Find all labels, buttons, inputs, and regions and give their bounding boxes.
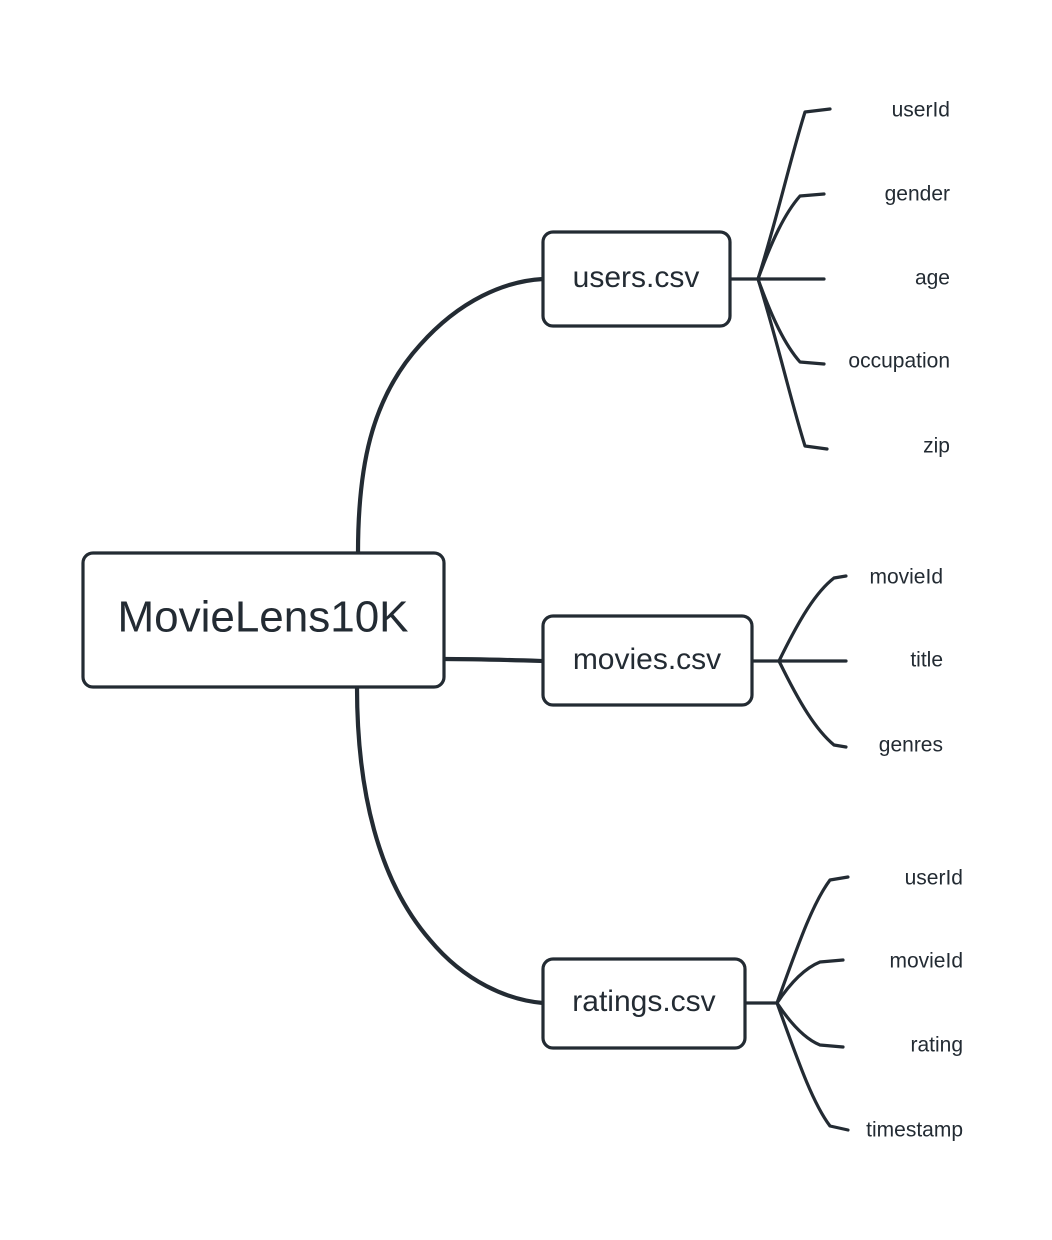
leaves-layer: userId gender age occupation zip movieId title… — [848, 99, 963, 1142]
leaf-label-movies-title: title — [910, 649, 943, 672]
root-node-label: MovieLens10K — [117, 593, 408, 642]
leaf-label-users-gender: gender — [885, 183, 950, 206]
root-node[interactable]: MovieLens10K — [81, 551, 446, 689]
leaf-label-ratings-movieId: movieId — [889, 950, 963, 973]
edge-root-to-ratings — [354, 684, 546, 1006]
branch-node-movies-label: movies.csv — [573, 643, 721, 676]
edge-users-zip — [756, 277, 829, 451]
root-node-box[interactable] — [81, 551, 446, 689]
nodes-layer: MovieLens10K users.csv movies.csv ratings.c… — [81, 230, 754, 1050]
leaf-label-movies-genres: genres — [879, 734, 943, 757]
branch-node-users-box[interactable] — [541, 230, 732, 328]
leaf-label-ratings-timestamp: timestamp — [866, 1119, 963, 1142]
leaf-label-users-userId: userId — [892, 99, 950, 122]
leaf-label-users-occupation: occupation — [848, 350, 950, 373]
edges-layer — [354, 107, 850, 1132]
leaf-label-movies-movieId: movieId — [869, 566, 943, 589]
edge-ratings-userId — [775, 875, 850, 1005]
edge-ratings-movieId — [775, 958, 845, 1005]
leaf-label-users-zip: zip — [923, 435, 950, 458]
edge-root-to-movies — [441, 656, 546, 664]
edge-movies-genres — [777, 659, 848, 749]
edge-users-gender — [756, 192, 826, 281]
branch-node-ratings[interactable]: ratings.csv — [541, 957, 747, 1050]
edge-movies-movieId — [777, 574, 848, 663]
edge-users-userId — [756, 107, 832, 281]
edge-ratings-timestamp — [775, 1001, 850, 1132]
branch-node-ratings-box[interactable] — [541, 957, 747, 1050]
edge-ratings-rating — [775, 1001, 845, 1049]
branch-node-users-label: users.csv — [573, 261, 700, 294]
edge-root-to-users — [355, 276, 546, 556]
leaf-label-ratings-userId: userId — [905, 867, 963, 890]
branch-node-users[interactable]: users.csv — [541, 230, 732, 328]
branch-node-movies-box[interactable] — [541, 614, 754, 707]
leaf-label-users-age: age — [915, 267, 950, 290]
branch-node-ratings-label: ratings.csv — [572, 985, 715, 1018]
leaf-label-ratings-rating: rating — [910, 1034, 963, 1057]
branch-node-movies[interactable]: movies.csv — [541, 614, 754, 707]
